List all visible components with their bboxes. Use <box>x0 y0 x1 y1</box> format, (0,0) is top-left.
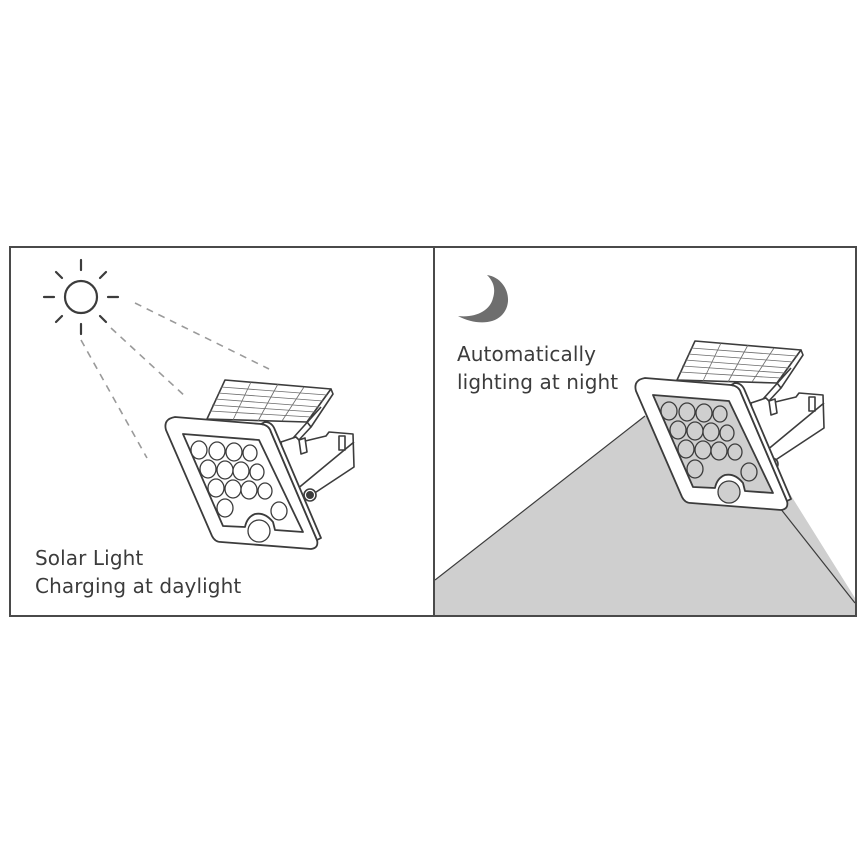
solar-light-device <box>634 340 825 511</box>
solar-light-device <box>164 379 355 550</box>
caption-line-2: lighting at night <box>457 370 619 394</box>
moon-icon <box>458 275 509 323</box>
daylight-illustration <box>42 258 355 550</box>
illustration-frame: Solar Light Charging at daylight <box>9 246 857 617</box>
sun-rays <box>80 302 270 459</box>
night-illustration <box>435 275 856 615</box>
caption-line-1: Automatically <box>457 342 597 366</box>
caption-line-2: Charging at daylight <box>35 574 242 598</box>
sun-icon <box>42 258 120 336</box>
panel-night-lighting: Automatically lighting at night <box>433 248 857 615</box>
panel-daylight-charging: Solar Light Charging at daylight <box>11 248 433 615</box>
night-caption: Automatically lighting at night <box>457 340 618 396</box>
daylight-caption: Solar Light Charging at daylight <box>35 544 241 600</box>
caption-line-1: Solar Light <box>35 546 144 570</box>
